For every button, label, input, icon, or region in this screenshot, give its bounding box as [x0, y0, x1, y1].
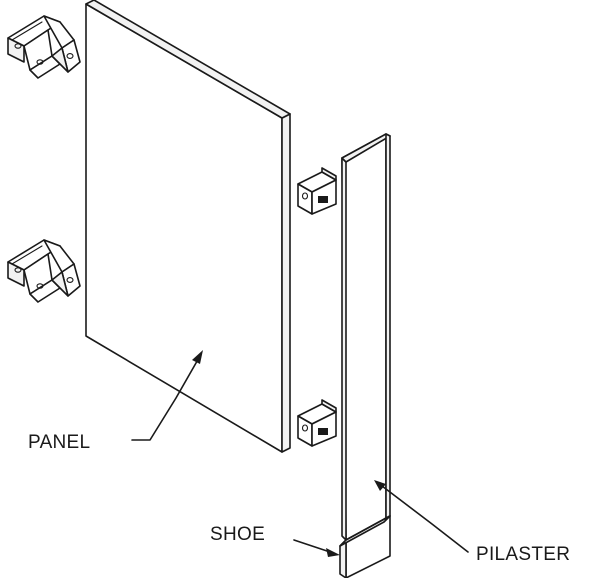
pilaster-bracket-bottom: [297, 399, 337, 447]
pilaster-bracket-top: [297, 167, 337, 215]
pilaster: [341, 133, 391, 541]
pilaster-leader: [374, 480, 469, 553]
panel-leader: [131, 350, 203, 441]
panel-label: PANEL: [28, 432, 90, 453]
shoe-label: SHOE: [210, 524, 265, 545]
shoe-leader: [293, 539, 340, 557]
shoe: [339, 515, 391, 578]
panel: [85, 0, 291, 453]
wall-bracket-bottom: [7, 239, 81, 303]
wall-bracket-top: [7, 15, 81, 79]
pilaster-label: PILASTER: [476, 544, 570, 565]
